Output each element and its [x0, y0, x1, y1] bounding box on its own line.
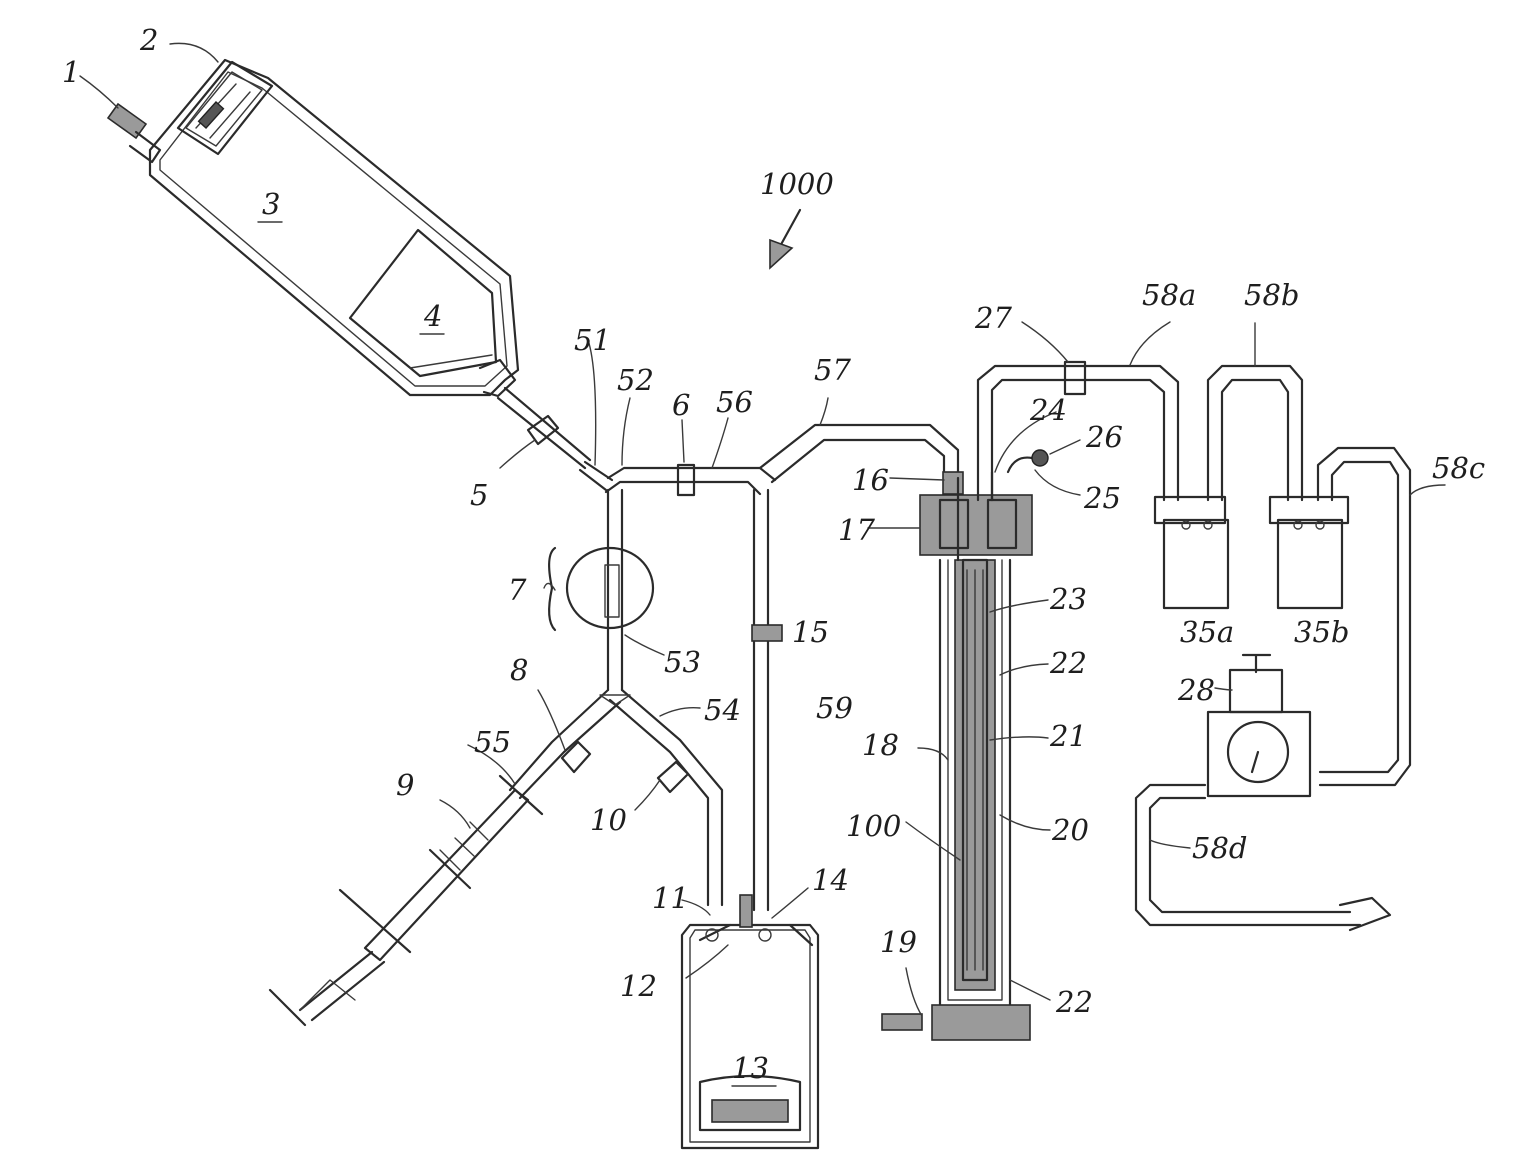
label-22-lower: 22 — [1055, 985, 1093, 1019]
label-28: 28 — [1177, 673, 1215, 707]
label-4: 4 — [423, 299, 442, 333]
tube-51 — [580, 462, 612, 490]
label-58d: 58d — [1192, 831, 1247, 865]
label-27: 27 — [974, 301, 1012, 335]
tube-manifold-left — [510, 468, 775, 905]
label-21: 21 — [1049, 719, 1087, 753]
label-14: 14 — [812, 863, 849, 897]
label-6: 6 — [672, 388, 690, 422]
label-1: 1 — [62, 55, 80, 89]
label-2: 2 — [139, 23, 158, 57]
label-59: 59 — [816, 691, 853, 725]
clamp-8 — [562, 742, 590, 772]
label-12: 12 — [620, 969, 657, 1003]
arrow-1000 — [770, 210, 800, 268]
label-100: 100 — [846, 809, 901, 843]
label-24: 24 — [1029, 393, 1067, 427]
label-22-upper: 22 — [1049, 646, 1087, 680]
label-20: 20 — [1051, 813, 1089, 847]
bag-13 — [682, 895, 818, 1148]
label-1000: 1000 — [760, 167, 834, 201]
vessel-35a — [1155, 497, 1228, 608]
label-15: 15 — [792, 615, 829, 649]
label-35b: 35b — [1294, 615, 1349, 649]
label-58a: 58a — [1142, 278, 1196, 312]
label-53: 53 — [664, 645, 701, 679]
clamp-10 — [658, 762, 688, 792]
label-19: 19 — [880, 925, 917, 959]
label-10: 10 — [590, 803, 627, 837]
label-54: 54 — [704, 693, 741, 727]
label-5: 5 — [470, 478, 488, 512]
tube-59 — [752, 490, 782, 910]
label-25: 25 — [1083, 481, 1121, 515]
tubing-58d — [1136, 785, 1390, 930]
label-16: 16 — [852, 463, 889, 497]
label-17: 17 — [838, 513, 875, 547]
label-58c: 58c — [1432, 451, 1485, 485]
reference-labels: 1 2 3 4 5 6 7 8 9 10 11 12 13 14 15 16 1… — [62, 23, 1485, 1086]
label-35a: 35a — [1180, 615, 1234, 649]
vessel-35b — [1270, 497, 1348, 608]
label-26: 26 — [1085, 420, 1123, 454]
regulator-28 — [1208, 655, 1310, 796]
clamp-6 — [678, 465, 694, 495]
label-9: 9 — [396, 768, 414, 802]
label-11: 11 — [652, 881, 689, 915]
syringe-9 — [270, 776, 542, 1025]
window-7 — [549, 548, 653, 630]
label-18: 18 — [862, 728, 899, 762]
label-3: 3 — [262, 187, 280, 221]
label-13: 13 — [732, 1051, 769, 1085]
label-56: 56 — [716, 385, 753, 419]
label-51: 51 — [574, 323, 611, 357]
container-3-assembly — [108, 60, 590, 468]
tubing-58a — [978, 362, 1178, 500]
label-57: 57 — [814, 353, 851, 387]
label-23: 23 — [1049, 582, 1087, 616]
label-8: 8 — [510, 653, 528, 687]
label-7: 7 — [508, 573, 527, 607]
label-52: 52 — [617, 363, 654, 397]
tubing-58b — [1208, 366, 1302, 500]
label-58b: 58b — [1244, 278, 1299, 312]
label-55: 55 — [474, 725, 511, 759]
